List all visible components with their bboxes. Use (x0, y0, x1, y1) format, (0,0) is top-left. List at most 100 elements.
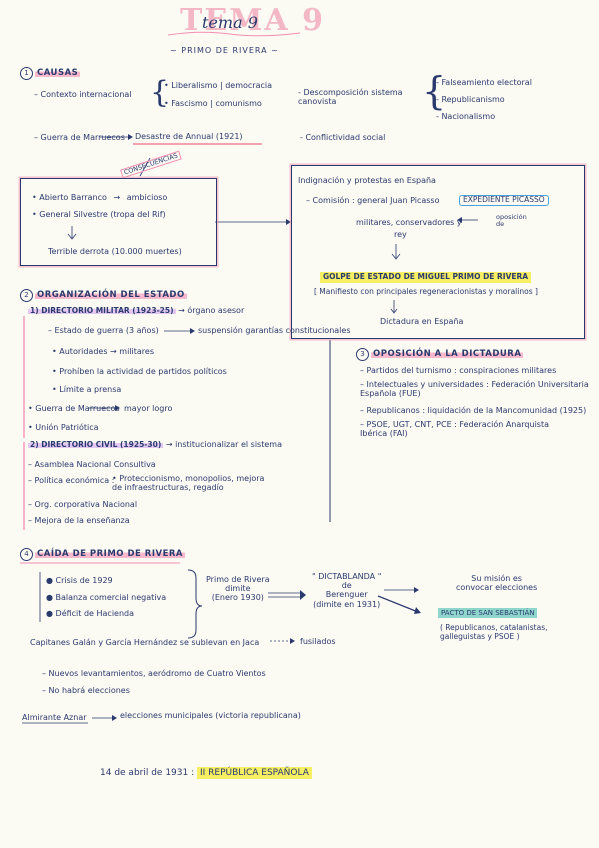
republica-text: II REPÚBLICA ESPAÑOLA (197, 767, 312, 779)
militar-item-3: • Prohíben la actividad de partidos polí… (52, 367, 227, 376)
ctx-item-2: • Fascismo | comunismo (164, 99, 262, 108)
caida-item-1: ● Crisis de 1929 (46, 576, 113, 585)
directorio-militar-label: 1) DIRECTORIO MILITAR (1923-25) (28, 306, 176, 315)
caida-sub-text: Nuevos levantamientos, aeródromo de Cuat… (48, 669, 266, 678)
fecha-text: 14 de abril de 1931 : (100, 768, 195, 778)
caida-item-text: Balanza comercial negativa (55, 593, 167, 602)
directorio-civil-label: 2) DIRECTORIO CIVIL (1925-30) (28, 440, 164, 449)
caida-sub-item-1: – Nuevos levantamientos, aeródromo de Cu… (42, 669, 266, 678)
oposicion-item-4: – PSOE, UGT, CNT, PCE : Federación Anarq… (360, 420, 549, 439)
golpe-de-estado: GOLPE DE ESTADO DE MIGUEL PRIMO DE RIVER… (320, 272, 532, 283)
tema-title-highlight: TEMA 9 (180, 3, 325, 38)
right-box-indignacion: Indignación y protestas en España (298, 176, 436, 185)
left-box-line2: • General Silvestre (tropa del Rif) (32, 210, 166, 219)
desastre-annual: Desastre de Annual (1921) (135, 132, 243, 141)
mayor-logro: mayor logro (124, 404, 173, 413)
descomposicion-label: - Descomposición sistema canovista (298, 88, 403, 107)
militar-item-text: Autoridades → militares (59, 347, 154, 356)
primo-dimite: Primo de Rivera dimite (Enero 1930) (206, 575, 270, 603)
civil-item-4: – Mejora de la enseñanza (28, 516, 130, 525)
left-box-line3: Terrible derrota (10.000 muertes) (48, 247, 182, 256)
heading-text: CAÍDA DE PRIMO DE RIVERA (35, 549, 186, 559)
conflictividad-text: Conflictividad social (305, 133, 386, 142)
desc-item-text: Falseamiento electoral (441, 78, 532, 87)
civil-item-text: Asamblea Nacional Consultiva (34, 460, 156, 469)
golpe-box (291, 165, 585, 339)
caida-item-3: ● Déficit de Hacienda (46, 609, 135, 618)
oposicion-item-text: PSOE, UGT, CNT, PCE : Federación Anarqui… (360, 420, 549, 439)
brace-contexto: { (150, 75, 170, 110)
guerra-label: – Guerra de Marruecos (34, 133, 125, 142)
manifiesto-text: [ Manifiesto con principales regeneracio… (314, 287, 538, 296)
militar-item-4: • Límite a prensa (52, 385, 122, 394)
section-number: 3 (356, 348, 369, 361)
civil-item-1: – Asamblea Nacional Consultiva (28, 460, 156, 469)
brace-descomposicion: { (422, 69, 447, 113)
caida-item-text: Déficit de Hacienda (55, 609, 135, 618)
union-text: Unión Patriótica (35, 423, 99, 432)
heading-text: OPOSICIÓN A LA DICTADURA (371, 349, 524, 359)
left-box-text: General Silvestre (tropa del Rif) (39, 210, 166, 219)
page-subtitle: ~ PRIMO DE RIVERA ~ (170, 46, 279, 55)
contexto-text: Contexto internacional (40, 90, 132, 99)
caida-item-2: ● Balanza comercial negativa (46, 593, 167, 602)
tema-title-script: tema 9 (202, 13, 258, 32)
dictadura-text: Dictadura en España (380, 317, 464, 326)
militar-item-2: • Autoridades → militares (52, 347, 154, 356)
civil-item-text: Org. corporativa Nacional (34, 500, 138, 509)
ctx-item-text: Liberalismo | democracia (171, 81, 273, 90)
left-box-line1: • Abierto Barranco → ambicioso (32, 193, 168, 202)
guerra-text: Guerra de Marruecos (40, 133, 125, 142)
descomposicion-text: Descomposición sistema canovista (298, 88, 403, 107)
section-number: 1 (20, 67, 33, 80)
capitanes-text: Capitanes Galán y García Hernández se su… (30, 638, 260, 647)
directorio-civil: 2) DIRECTORIO CIVIL (1925-30) → instituc… (28, 440, 282, 449)
desc-item-3: - Nacionalismo (436, 112, 496, 121)
suspension-text: suspensión garantías constitucionales (198, 326, 351, 335)
contexto-label: – Contexto internacional (34, 90, 132, 99)
comision-text: Comisión : general Juan Picasso (312, 196, 440, 205)
desc-item-1: - Falseamiento electoral (436, 78, 532, 87)
oposicion-item-2: – Intelectuales y universidades : Federa… (360, 380, 589, 399)
economica-text: Proteccionismo, monopolios, mejora de in… (112, 474, 265, 493)
pacto-san-sebastian: PACTO DE SAN SEBASTIÁN (438, 608, 538, 619)
oposicion-item-1: – Partidos del turnismo : conspiraciones… (360, 366, 557, 375)
civil-item-text: Mejora de la enseñanza (34, 516, 130, 525)
directorio-civil-note: institucionalizar el sistema (175, 440, 282, 449)
left-box-text: ambicioso (126, 193, 168, 202)
conflictividad-label: - Conflictividad social (300, 133, 386, 142)
civil-item-text: Política económica : (34, 476, 115, 485)
mision-convocar: Su misión es convocar elecciones (456, 574, 538, 593)
expediente-picasso: EXPEDIENTE PICASSO (459, 195, 549, 206)
dictablanda: " DICTABLANDA " de Berenguer (dimite en … (312, 572, 382, 609)
caida-sub-text: No habrá elecciones (48, 686, 130, 695)
ctx-item-text: Fascismo | comunismo (171, 99, 262, 108)
oposicion-item-text: Intelectuales y universidades : Federaci… (360, 380, 589, 399)
heading-text: ORGANIZACIÓN DEL ESTADO (35, 290, 187, 300)
desc-item-2: - Republicanismo (436, 95, 505, 104)
right-box-oposicion: oposición de (496, 213, 527, 229)
directorio-militar: 1) DIRECTORIO MILITAR (1923-25) → órgano… (28, 306, 245, 315)
oposicion-item-3: – Republicanos : liquidación de la Manco… (360, 406, 587, 415)
final-line: 14 de abril de 1931 : II REPÚBLICA ESPAÑ… (100, 767, 312, 779)
guerra-marruecos-item: • Guerra de Marruecos (28, 404, 120, 413)
heading-text: CAUSAS (35, 68, 81, 78)
oposicion-item-text: Republicanos : liquidación de la Mancomu… (366, 406, 587, 415)
oposicion-item-text: Partidos del turnismo : conspiraciones m… (366, 366, 557, 375)
almirante-aznar: Almirante Aznar (22, 713, 87, 722)
right-box-militares: militares, conservadores y (356, 218, 462, 227)
right-box-rey: rey (394, 230, 407, 239)
militar-item-text: Estado de guerra (3 años) (54, 326, 159, 335)
desc-item-text: Nacionalismo (441, 112, 496, 121)
elecciones-municipales: elecciones municipales (victoria republi… (120, 711, 301, 720)
desastre-box (20, 178, 217, 266)
guerra-marruecos-text: Guerra de Marruecos (35, 404, 120, 413)
caida-item-text: Crisis de 1929 (55, 576, 113, 585)
economica-detail: • Proteccionismo, monopolios, mejora de … (112, 474, 265, 493)
pacto-detail: ( Republicanos, catalanistas, galleguist… (440, 623, 548, 641)
section-number: 4 (20, 548, 33, 561)
militar-item-text: Prohíben la actividad de partidos políti… (59, 367, 227, 376)
